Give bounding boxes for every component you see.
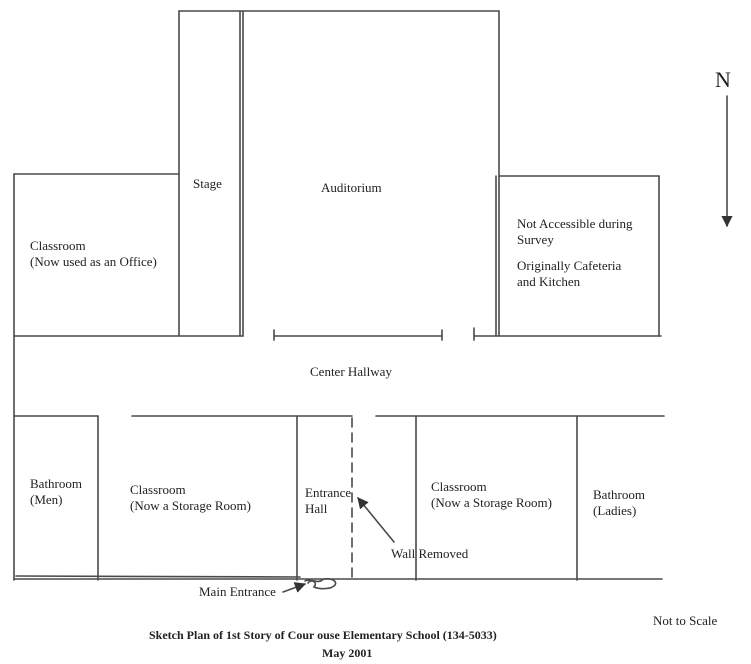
- main-entrance-door: [304, 578, 337, 590]
- wall-removed-arrow: [357, 497, 395, 543]
- room-note: Survey: [517, 232, 554, 247]
- room-name: Classroom: [431, 479, 487, 494]
- caption-date: May 2001: [322, 646, 373, 660]
- room-label-bathroom-ladies: Bathroom (Ladies): [593, 487, 645, 519]
- scale-note: Not to Scale: [653, 613, 718, 628]
- room-label-stage: Stage: [193, 176, 222, 191]
- room-name: Entrance: [305, 485, 352, 500]
- wall-removed-label: Wall Removed: [391, 546, 469, 561]
- room-label-not-accessible: Not Accessible during Survey Originally …: [517, 216, 633, 290]
- compass-north-label: N: [715, 67, 731, 92]
- room-note: (Ladies): [593, 503, 637, 518]
- room-label-classroom-nw: Classroom (Now used as an Office): [30, 238, 157, 270]
- room-name: Classroom: [30, 238, 86, 253]
- room-note: Not Accessible during: [517, 216, 633, 231]
- room-label-entrance-hall: Entrance Hall: [305, 485, 351, 517]
- room-note: (Now a Storage Room): [431, 495, 552, 510]
- main-entrance-label: Main Entrance: [199, 584, 276, 599]
- room-label-center-hallway: Center Hallway: [310, 364, 392, 379]
- caption-title: Sketch Plan of 1st Story of Cour ouse El…: [149, 628, 497, 642]
- room-note: (Men): [30, 492, 63, 507]
- room-note: and Kitchen: [517, 274, 581, 289]
- room-name: Hall: [305, 501, 328, 516]
- room-label-auditorium: Auditorium: [321, 180, 382, 195]
- room-note: (Now a Storage Room): [130, 498, 251, 513]
- room-name: Bathroom: [30, 476, 82, 491]
- main-entrance-arrow: [282, 582, 307, 593]
- wall-south-2: [15, 575, 301, 578]
- room-name: Classroom: [130, 482, 186, 497]
- room-label-classroom-se: Classroom (Now a Storage Room): [431, 479, 552, 511]
- room-name: Bathroom: [593, 487, 645, 502]
- room-label-bathroom-men: Bathroom (Men): [30, 476, 82, 508]
- room-note: (Now used as an Office): [30, 254, 157, 269]
- room-note: Originally Cafeteria: [517, 258, 622, 273]
- room-label-classroom-sw: Classroom (Now a Storage Room): [130, 482, 251, 514]
